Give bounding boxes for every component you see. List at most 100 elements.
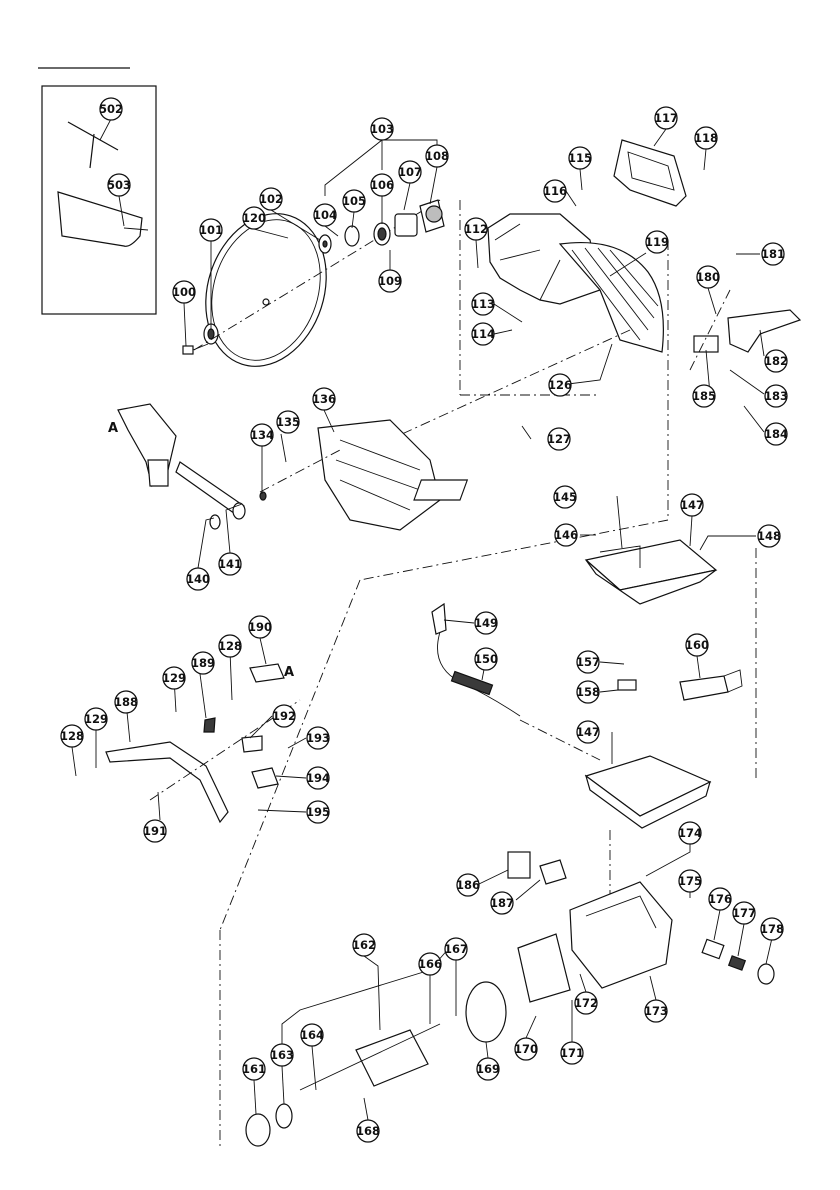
svg-text:136: 136 (312, 392, 336, 406)
callout-190: 190 (248, 615, 272, 639)
callout-186: 186 (456, 873, 480, 897)
svg-text:119: 119 (645, 235, 669, 249)
callout-140: 140 (186, 567, 210, 591)
lower-guard-136 (317, 419, 441, 531)
callout-146: 146 (554, 523, 578, 547)
callout-168: 168 (356, 1119, 380, 1143)
callout-105: 105 (342, 189, 366, 213)
saw-blade-101 (205, 213, 327, 367)
callout-162: 162 (352, 933, 376, 957)
callout-145: 145 (553, 485, 577, 509)
callout-180: 180 (696, 265, 720, 289)
svg-text:134: 134 (250, 428, 274, 442)
callout-127: 127 (547, 427, 571, 451)
svg-text:186: 186 (456, 878, 480, 892)
svg-text:188: 188 (114, 695, 138, 709)
svg-text:115: 115 (568, 151, 592, 165)
svg-text:147: 147 (680, 498, 704, 512)
svg-text:173: 173 (644, 1004, 668, 1018)
field-167 (517, 933, 571, 1003)
callout-107: 107 (398, 160, 422, 184)
callout-120: 120 (242, 206, 266, 230)
callout-129-top: 129 (162, 666, 186, 690)
bracket-158 (617, 679, 637, 691)
handle-117 (613, 139, 687, 207)
callout-166: 166 (418, 952, 442, 976)
svg-text:140: 140 (186, 572, 210, 586)
callout-126: 126 (548, 373, 572, 397)
manual-503 (57, 191, 149, 247)
callout-100: 100 (172, 280, 196, 304)
svg-text:190: 190 (248, 620, 272, 634)
callout-161: 161 (242, 1057, 266, 1081)
callout-502: 502 (99, 97, 123, 121)
callout-106: 106 (370, 173, 394, 197)
svg-text:178: 178 (760, 922, 784, 936)
armature-162 (299, 1023, 441, 1091)
svg-text:171: 171 (560, 1046, 584, 1060)
accessory-box (41, 85, 157, 315)
svg-text:102: 102 (259, 192, 283, 206)
svg-text:135: 135 (276, 415, 300, 429)
callout-108: 108 (425, 144, 449, 168)
brush-cap-178-series (701, 938, 775, 985)
svg-text:172: 172 (574, 996, 598, 1010)
svg-text:107: 107 (398, 165, 422, 179)
callout-178: 178 (760, 917, 784, 941)
base-148 (584, 539, 718, 605)
power-cord-149 (431, 602, 521, 717)
callout-101: 101 (199, 218, 223, 242)
svg-text:185: 185 (692, 389, 716, 403)
callout-170: 170 (514, 1037, 538, 1061)
wrench-502 (67, 121, 119, 169)
label-145 (413, 479, 469, 501)
callout-158: 158 (576, 680, 600, 704)
svg-text:162: 162 (352, 938, 376, 952)
callout-117: 117 (654, 106, 678, 130)
callout-150: 150 (474, 647, 498, 671)
svg-text:189: 189 (191, 656, 215, 670)
callout-148: 148 (757, 524, 781, 548)
svg-text:147: 147 (576, 725, 600, 739)
callout-103: 103 (370, 117, 394, 141)
callout-193: 193 (306, 726, 330, 750)
svg-text:109: 109 (378, 274, 402, 288)
motor-base-plate (584, 755, 712, 829)
callout-188: 188 (114, 690, 138, 714)
svg-text:104: 104 (313, 208, 337, 222)
callout-177: 177 (732, 901, 756, 925)
motor-housing-171 (569, 881, 673, 989)
svg-text:129: 129 (162, 671, 186, 685)
callout-182: 182 (764, 349, 788, 373)
svg-text:176: 176 (708, 892, 732, 906)
ring-161 (245, 1113, 271, 1147)
callout-172: 172 (574, 991, 598, 1015)
svg-text:503: 503 (107, 178, 131, 192)
callout-169: 169 (476, 1057, 500, 1081)
svg-text:174: 174 (678, 826, 702, 840)
callout-187: 187 (490, 891, 514, 915)
callout-171: 171 (560, 1041, 584, 1065)
svg-text:502: 502 (99, 102, 123, 116)
callout-176: 176 (708, 887, 732, 911)
svg-text:141: 141 (218, 557, 242, 571)
callout-160: 160 (685, 633, 709, 657)
washers-102-105 (318, 199, 445, 254)
svg-text:128: 128 (60, 729, 84, 743)
callout-174: 174 (678, 821, 702, 845)
svg-text:148: 148 (757, 529, 781, 543)
callout-164: 164 (300, 1023, 324, 1047)
svg-text:175: 175 (678, 874, 702, 888)
svg-text:157: 157 (576, 655, 600, 669)
callout-109: 109 (378, 269, 402, 293)
svg-text:120: 120 (242, 211, 266, 225)
svg-text:180: 180 (696, 270, 720, 284)
svg-text:108: 108 (425, 149, 449, 163)
svg-text:182: 182 (764, 354, 788, 368)
svg-text:126: 126 (548, 378, 572, 392)
svg-text:145: 145 (553, 490, 577, 504)
callout-102: 102 (259, 187, 283, 211)
callout-167: 167 (444, 937, 468, 961)
ref-mark-a-top: A (108, 421, 118, 436)
svg-text:113: 113 (471, 297, 495, 311)
